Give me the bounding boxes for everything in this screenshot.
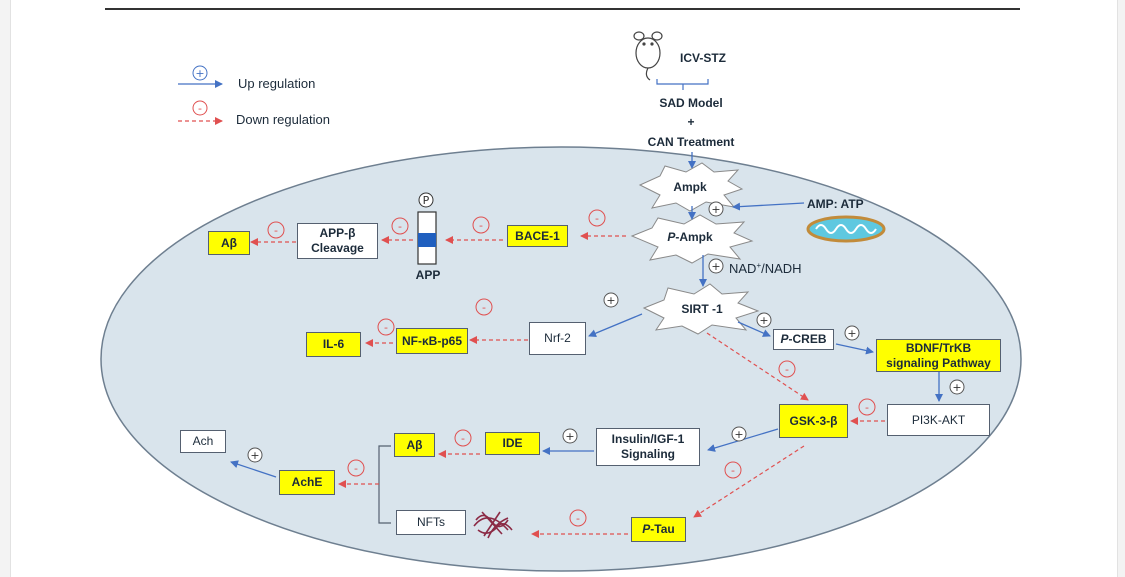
svg-text:-: - bbox=[274, 224, 278, 237]
plus-sign: + bbox=[711, 203, 720, 216]
icv-stz-label: ICV-STZ bbox=[680, 51, 726, 65]
tangles-icon bbox=[473, 511, 513, 539]
legend-down-label: Down regulation bbox=[236, 112, 330, 127]
legend-plus-sign bbox=[192, 65, 208, 81]
abeta-top-box: Aβ bbox=[208, 231, 250, 255]
svg-text:-: - bbox=[731, 464, 735, 477]
p-ampk-star bbox=[630, 214, 754, 264]
ampk-star bbox=[638, 162, 744, 212]
model-bracket bbox=[656, 79, 709, 85]
svg-text:+: + bbox=[195, 67, 204, 80]
svg-text:-: - bbox=[482, 301, 486, 314]
svg-text:-: - bbox=[384, 321, 388, 334]
mitochondria-icon bbox=[806, 215, 886, 243]
svg-text:+: + bbox=[952, 381, 961, 394]
sad-model-label: SAD Model bbox=[659, 96, 722, 110]
svg-text:+: + bbox=[711, 260, 720, 273]
legend-up-label: Up regulation bbox=[238, 76, 315, 91]
svg-text:+: + bbox=[250, 449, 259, 462]
svg-text:-: - bbox=[785, 363, 789, 376]
sirt1-label: SIRT -1 bbox=[681, 302, 723, 316]
arrow-gsk-ptau bbox=[693, 445, 805, 518]
svg-text:+: + bbox=[734, 428, 743, 441]
arrow-sirt1-pcreb bbox=[737, 321, 771, 337]
legend-minus-sign bbox=[192, 100, 208, 116]
svg-text:-: - bbox=[354, 462, 358, 475]
nfkb-box: NF-κB-p65 bbox=[396, 328, 468, 354]
arrow-sirt1-gsk bbox=[706, 332, 809, 401]
bace1-box: BACE-1 bbox=[507, 225, 568, 247]
sirt1-star bbox=[642, 283, 760, 335]
svg-text:+: + bbox=[759, 314, 768, 327]
arrow-sirt1-nrf2 bbox=[588, 313, 643, 338]
bdnf-trkb-box: BDNF/TrKB signaling Pathway bbox=[876, 339, 1001, 372]
can-treatment-label: CAN Treatment bbox=[648, 135, 735, 149]
nrf2-box: Nrf-2 bbox=[529, 322, 586, 355]
pi3k-akt-box: PI3K-AKT bbox=[887, 404, 990, 436]
ache-box: AchE bbox=[279, 470, 335, 495]
svg-text:-: - bbox=[461, 432, 465, 445]
svg-text:-: - bbox=[576, 512, 580, 525]
arrow-pcreb-bdnf bbox=[835, 343, 874, 355]
ach-box: Ach bbox=[180, 430, 226, 453]
svg-text:-: - bbox=[865, 401, 869, 414]
app-p-label: P bbox=[423, 194, 430, 207]
il6-box: IL-6 bbox=[306, 332, 361, 357]
gsk3b-box: GSK-3-β bbox=[779, 404, 848, 438]
p-tau-box: P-Tau bbox=[631, 517, 686, 542]
p-ampk-label: P-Ampk bbox=[667, 230, 713, 244]
rat-icon bbox=[633, 31, 663, 81]
app-cleavage-site bbox=[418, 233, 436, 247]
svg-text:-: - bbox=[198, 102, 202, 115]
abeta-mid-box: Aβ bbox=[394, 433, 435, 457]
app-beta-cleavage-box: APP-β Cleavage bbox=[297, 223, 378, 259]
p-creb-box: P-CREB bbox=[773, 329, 834, 350]
svg-text:-: - bbox=[479, 219, 483, 232]
app-label: APP bbox=[416, 268, 441, 282]
nfts-box: NFTs bbox=[396, 510, 466, 535]
plus-label: + bbox=[687, 115, 694, 129]
ampk-label: Ampk bbox=[673, 180, 707, 194]
arrow-ampatp-ampk bbox=[732, 202, 805, 211]
svg-text:+: + bbox=[847, 327, 856, 340]
legend: + Up regulation - Down regulation bbox=[178, 65, 330, 127]
nad-label: NAD+/NADH bbox=[729, 261, 802, 276]
svg-text:-: - bbox=[398, 220, 402, 233]
ide-box: IDE bbox=[485, 432, 540, 455]
svg-text:+: + bbox=[606, 294, 615, 307]
arrow-ache-ach bbox=[230, 460, 277, 478]
svg-text:-: - bbox=[595, 212, 599, 225]
insulin-igf1-box: Insulin/IGF-1 Signaling bbox=[596, 428, 700, 466]
amp-atp-label: AMP: ATP bbox=[807, 197, 864, 211]
svg-text:+: + bbox=[565, 430, 574, 443]
